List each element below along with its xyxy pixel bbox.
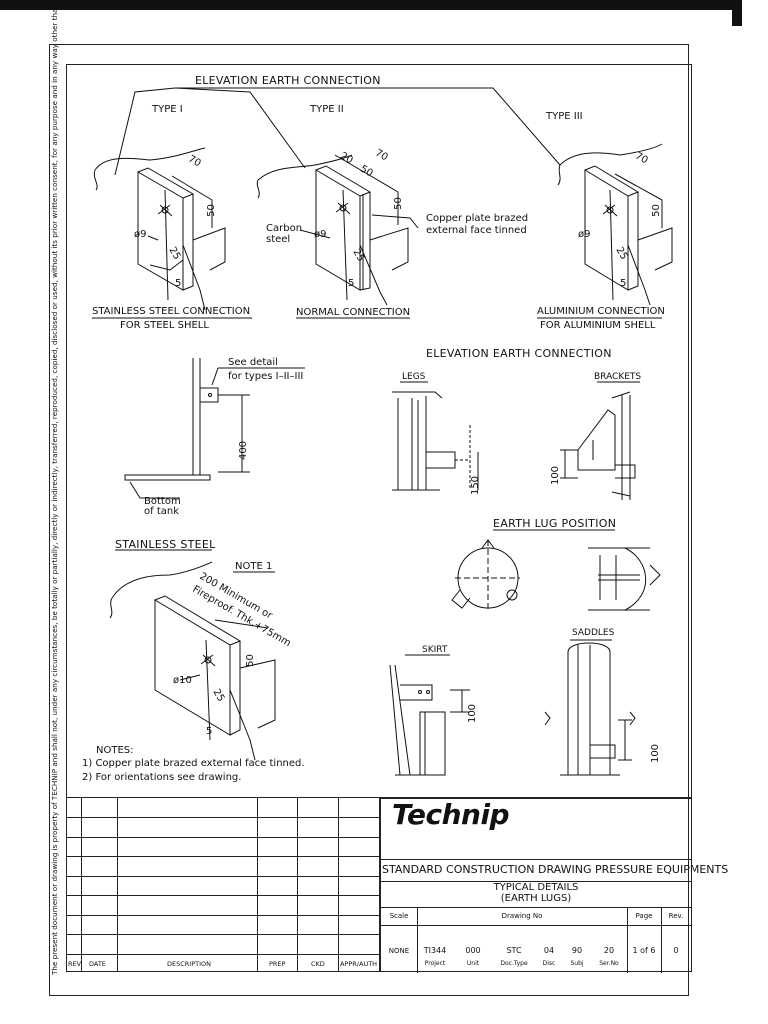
note-2-text: 2) For orientations see drawing. [82, 772, 242, 783]
tank-wall-diagram [124, 358, 305, 499]
of-tank-label: of tank [144, 506, 179, 517]
carbon-label: Carbon [266, 223, 303, 234]
type1-plate [93, 147, 226, 311]
type2-dim-5: 5 [348, 278, 355, 289]
stainless-plate [109, 561, 276, 761]
dwg-disc: 04 [543, 946, 555, 955]
steel-label: steel [266, 234, 291, 245]
drawing-no-header: Drawing No [501, 912, 543, 920]
top-title: ELEVATION EARTH CONNECTION [195, 74, 381, 87]
type2-plate [256, 154, 419, 306]
col-description: DESCRIPTION [167, 960, 211, 968]
type2-label: TYPE II [310, 104, 344, 115]
bottom-label: Bottom [144, 496, 181, 507]
saddles-dim-100: 100 [650, 743, 662, 764]
brackets-label: BRACKETS [594, 372, 642, 382]
subtitle-1: TYPICAL DETAILS [493, 882, 579, 893]
type2-caption-1: NORMAL CONNECTION [296, 307, 411, 318]
type1-dim-phi: ø9 [134, 229, 147, 240]
type1-caption-2: FOR STEEL SHELL [120, 320, 209, 331]
mid-right-title: ELEVATION EARTH CONNECTION [426, 347, 612, 360]
dwg-disc-label: Disc [542, 960, 556, 967]
note-1-text: 1) Copper plate brazed external face tin… [82, 758, 305, 769]
type2-dim-50: 50 [392, 197, 404, 210]
type1-label: TYPE I [152, 104, 183, 115]
col-ckd: CKD [311, 960, 325, 968]
dwg-project: TI344 [423, 946, 447, 955]
page-value: 1 of 6 [632, 946, 656, 955]
col-rev: REV [68, 960, 82, 968]
title-block: REV DATE DESCRIPTION PREP CKD APPR/AUTH [66, 797, 692, 972]
col-date: DATE [89, 960, 106, 968]
skirt-label: SKIRT [422, 645, 448, 655]
rev-header: Rev. [668, 912, 684, 920]
legs-label: LEGS [402, 372, 426, 382]
legs-diagram [392, 391, 479, 491]
see-detail-types: for types I–II–III [228, 371, 304, 382]
col-appr: APPR/AUTH [340, 960, 378, 968]
type3-caption-1: ALUMINIUM CONNECTION [537, 306, 665, 317]
dwg-serno-label: Ser.No [599, 960, 619, 967]
drawing-info-block [380, 798, 692, 973]
earth-lug-position-title: EARTH LUG POSITION [493, 517, 617, 530]
stainless-dim-50: 50 [244, 654, 256, 667]
type1-caption-1: STAINLESS STEEL CONNECTION [92, 306, 251, 317]
type3-label: TYPE III [546, 111, 583, 122]
scale-header: Scale [389, 912, 409, 920]
type3-dim-phi: ø9 [578, 229, 591, 240]
skirt-dim-100: 100 [467, 703, 479, 724]
see-detail-label: See detail [228, 357, 278, 368]
skirt-diagram [389, 654, 470, 776]
notes-heading: NOTES: [96, 745, 134, 756]
col-prep: PREP [269, 960, 286, 968]
dwg-doctype: STC [506, 946, 522, 955]
type3-plate [557, 143, 673, 306]
earth-lug-circle-diagram [451, 539, 661, 612]
technip-logo: Technip [392, 798, 510, 831]
legs-dim-150: 150 [470, 475, 482, 496]
subtitle-2: (EARTH LUGS) [500, 893, 572, 904]
stainless-steel-title: STAINLESS STEEL [115, 538, 216, 551]
saddles-label: SADDLES [572, 628, 615, 638]
type3-caption-2: FOR ALUMINIUM SHELL [540, 320, 656, 331]
copper-label-2: external face tinned [426, 225, 527, 236]
type3-dim-5: 5 [620, 278, 627, 289]
dwg-unit: 000 [465, 946, 481, 955]
dwg-subj-label: Subj [570, 960, 584, 967]
saddles-diagram [544, 642, 636, 776]
rev-value: 0 [673, 946, 679, 955]
dwg-subj: 90 [571, 946, 583, 955]
type1-dim-5: 5 [175, 278, 182, 289]
page-header: Page [635, 912, 653, 920]
note-1-label: NOTE 1 [235, 561, 273, 572]
scale-value: NONE [388, 947, 410, 955]
type1-dim-50: 50 [205, 204, 217, 217]
type2-dim-phi: ø9 [314, 229, 327, 240]
dwg-serno: 20 [603, 946, 615, 955]
copper-label-1: Copper plate brazed [426, 213, 529, 224]
brackets-diagram [560, 381, 640, 500]
standard-title: STANDARD CONSTRUCTION DRAWING PRESSURE E… [382, 863, 729, 876]
top-border-bar [0, 0, 740, 10]
stainless-dim-5: 5 [206, 726, 213, 737]
type3-dim-50: 50 [650, 204, 662, 217]
stainless-dim-phi: ø10 [173, 675, 192, 686]
dim-400: 400 [238, 440, 250, 461]
brackets-dim-100: 100 [550, 465, 562, 486]
dwg-unit-label: Unit [466, 960, 480, 967]
dwg-doctype-label: Doc.Type [500, 960, 528, 967]
dwg-project-label: Project [424, 960, 446, 967]
revision-table: REV DATE DESCRIPTION PREP CKD APPR/AUTH [66, 797, 380, 972]
sheet-frame [49, 44, 689, 996]
top-border-corner [732, 0, 742, 26]
